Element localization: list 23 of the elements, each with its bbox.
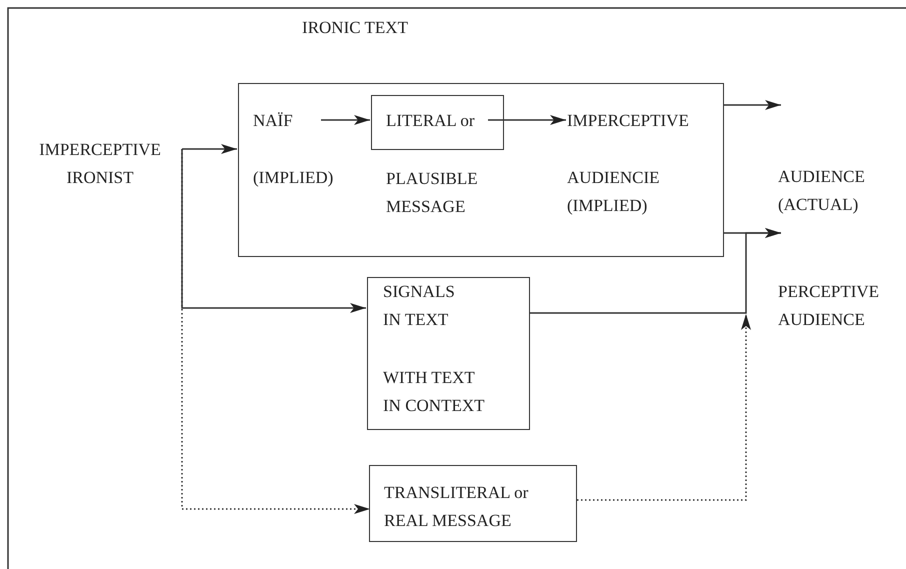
side-label: PLAUSIBLE MESSAGE [386,168,479,218]
diagram-title: IRONIC TEXT [301,17,409,39]
box-text: TRANSLITERAL or REAL MESSAGE [384,482,530,532]
box-text: LITERAL or [386,110,476,132]
arrow [724,100,781,110]
process-box [369,465,577,542]
arrow [488,115,566,125]
node-label: PERCEPTIVE AUDIENCE [778,281,880,331]
node-label: NAÏF [253,110,294,132]
arrow [182,144,237,154]
node-label: (IMPLIED) [253,167,334,189]
box-text: WITH TEXT IN CONTEXT [383,367,486,417]
node-label: AUDIENCIE (IMPLIED) [567,167,661,217]
box-text: SIGNALS IN TEXT [383,281,456,331]
group-box [238,83,724,257]
process-box [367,277,530,430]
node-label: IMPERCEPTIVE [567,110,690,132]
node-label: AUDIENCE (ACTUAL) [778,166,866,216]
arrow [577,314,751,501]
arrow [530,228,781,314]
node-label: IMPERCEPTIVE IRONIST [38,139,162,189]
arrow [321,115,370,125]
arrow [181,149,366,313]
